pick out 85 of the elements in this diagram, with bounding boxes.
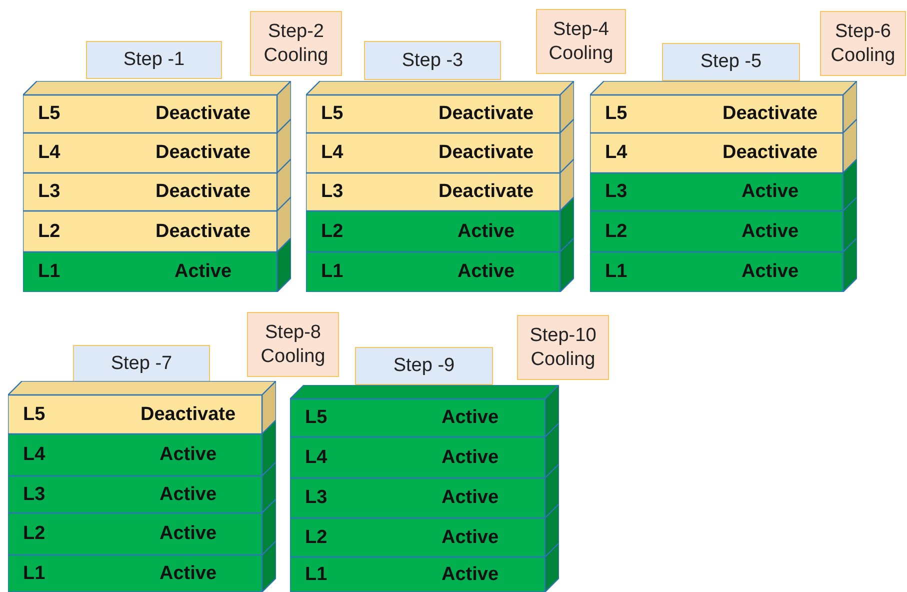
layer-name: L2: [23, 523, 46, 545]
layer-slab: [290, 464, 559, 518]
layer-state: Active: [158, 444, 218, 466]
layer-slab: [306, 159, 574, 211]
layer-slab: [8, 499, 276, 555]
step-label: Step -5: [662, 43, 800, 81]
layer-slab: [23, 159, 291, 211]
step-label: Step -1: [86, 41, 222, 79]
cooling-label: Step-2 Cooling: [250, 11, 342, 76]
layer-name: L4: [23, 444, 46, 466]
layer-state: Deactivate: [154, 103, 252, 125]
layer-name: L5: [38, 103, 60, 125]
layer-slab: [290, 543, 559, 592]
layer-name: L4: [38, 142, 60, 164]
layer-name: L1: [605, 261, 628, 283]
layer-state: Active: [740, 181, 800, 203]
layer-name: L1: [321, 261, 344, 283]
cooling-label: Step-6 Cooling: [820, 11, 906, 76]
layer-name: L1: [38, 261, 60, 283]
layer-name: L3: [23, 484, 46, 506]
layer-slab: [290, 423, 559, 478]
layer-slab: [8, 541, 276, 592]
layer-name: L3: [605, 181, 628, 203]
layer-state: Deactivate: [139, 404, 237, 426]
cooling-label: Step-4 Cooling: [536, 9, 626, 74]
layer-slab: [590, 119, 857, 173]
layer-state: Active: [173, 261, 233, 283]
layer-name: L5: [321, 103, 344, 125]
layer-slab: [306, 81, 574, 133]
layer-state: Active: [440, 564, 500, 586]
layer-name: L2: [305, 526, 328, 548]
layer-name: L4: [321, 142, 344, 164]
cooling-label: Step-10 Cooling: [517, 315, 609, 380]
layer-state: Deactivate: [721, 142, 819, 164]
layer-slab: [8, 462, 276, 513]
cooling-label: Step-8 Cooling: [247, 312, 339, 377]
layer-name: L1: [23, 562, 46, 584]
step-label: Step -7: [73, 345, 210, 383]
layer-slab: [290, 385, 559, 437]
layer-state: Active: [740, 261, 800, 283]
layer-name: L4: [605, 142, 628, 164]
layer-name: L5: [23, 404, 46, 426]
layer-name: L2: [321, 220, 344, 242]
layer-slab: [23, 238, 291, 292]
layer-state: Active: [440, 487, 500, 509]
layer-slab: [8, 381, 276, 434]
layer-state: Active: [158, 562, 218, 584]
layer-slab: [8, 420, 276, 476]
layer-state: Deactivate: [437, 142, 535, 164]
layer-slab: [306, 197, 574, 252]
layer-slab: [590, 238, 857, 292]
layer-slab: [306, 119, 574, 173]
layer-name: L2: [38, 220, 60, 242]
layer-name: L1: [305, 564, 328, 586]
layer-state: Active: [440, 526, 500, 548]
layer-state: Deactivate: [437, 181, 535, 203]
layer-slab: [590, 159, 857, 211]
layer-slab: [290, 504, 559, 557]
layer-name: L5: [305, 407, 328, 429]
layer-state: Active: [456, 220, 516, 242]
layer-name: L2: [605, 220, 628, 242]
layer-name: L5: [605, 103, 628, 125]
layer-name: L3: [305, 487, 328, 509]
layer-state: Active: [158, 484, 218, 506]
layer-slab: [23, 81, 291, 133]
layer-name: L3: [321, 181, 344, 203]
layer-state: Active: [440, 407, 500, 429]
layer-state: Active: [740, 220, 800, 242]
layer-slab: [590, 197, 857, 252]
layer-state: Active: [456, 261, 516, 283]
layer-state: Active: [158, 523, 218, 545]
layer-name: L3: [38, 181, 60, 203]
layer-state: Active: [440, 446, 500, 468]
layer-name: L4: [305, 446, 328, 468]
layer-state: Deactivate: [154, 220, 252, 242]
step-label: Step -9: [355, 347, 493, 385]
layer-slab: [23, 119, 291, 173]
step-label: Step -3: [364, 41, 501, 80]
layer-slab: [590, 81, 857, 133]
layer-state: Deactivate: [437, 103, 535, 125]
layer-state: Deactivate: [721, 103, 819, 125]
layer-slab: [306, 238, 574, 292]
layer-state: Deactivate: [154, 142, 252, 164]
layer-slab: [23, 197, 291, 252]
layer-state: Deactivate: [154, 181, 252, 203]
